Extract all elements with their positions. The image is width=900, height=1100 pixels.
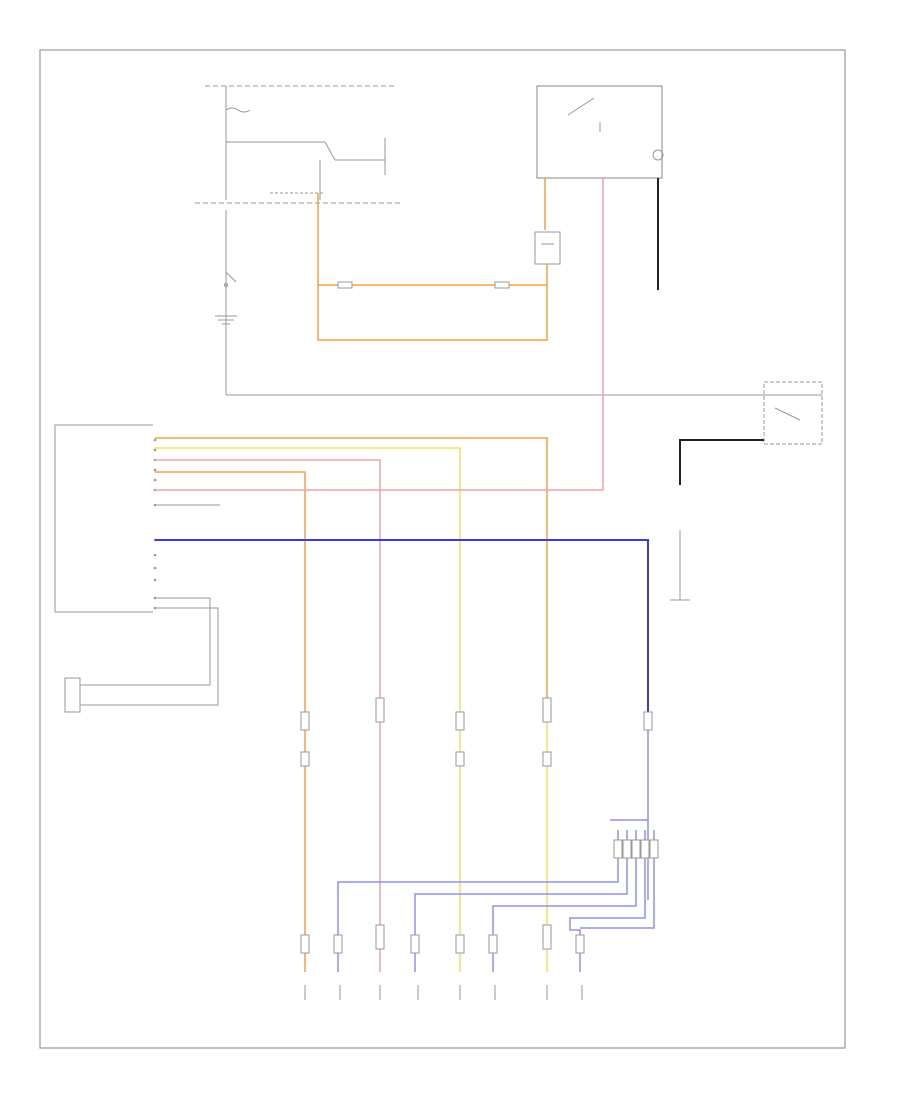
column-connector-icons [300,697,653,767]
fuse-symbol-icon [225,107,251,113]
diagram-frame [39,49,846,1049]
module-pin-markers [153,438,157,610]
orange-loop-circuit [317,193,548,341]
right-switch-assembly [680,381,823,445]
sensor-block-icon [534,231,561,265]
top-power-section [195,85,822,396]
blue-signal-wire [155,539,649,720]
ground-symbol-icon [215,315,237,325]
signal-bus-wires [155,437,603,720]
lower-left-sensor-loop [64,597,219,713]
module-wires [544,178,659,490]
right-ground-circuit [670,530,690,601]
lower-vertical-wires [304,700,649,972]
control-module-box [536,85,664,179]
left-module-bracket [54,424,153,613]
bottom-sensor-terminals [304,985,583,1000]
inline-connector-icon [337,281,510,289]
switch-symbol-icon [224,271,237,287]
right-black-wire [679,439,764,485]
bottom-connector-icons [300,839,659,954]
